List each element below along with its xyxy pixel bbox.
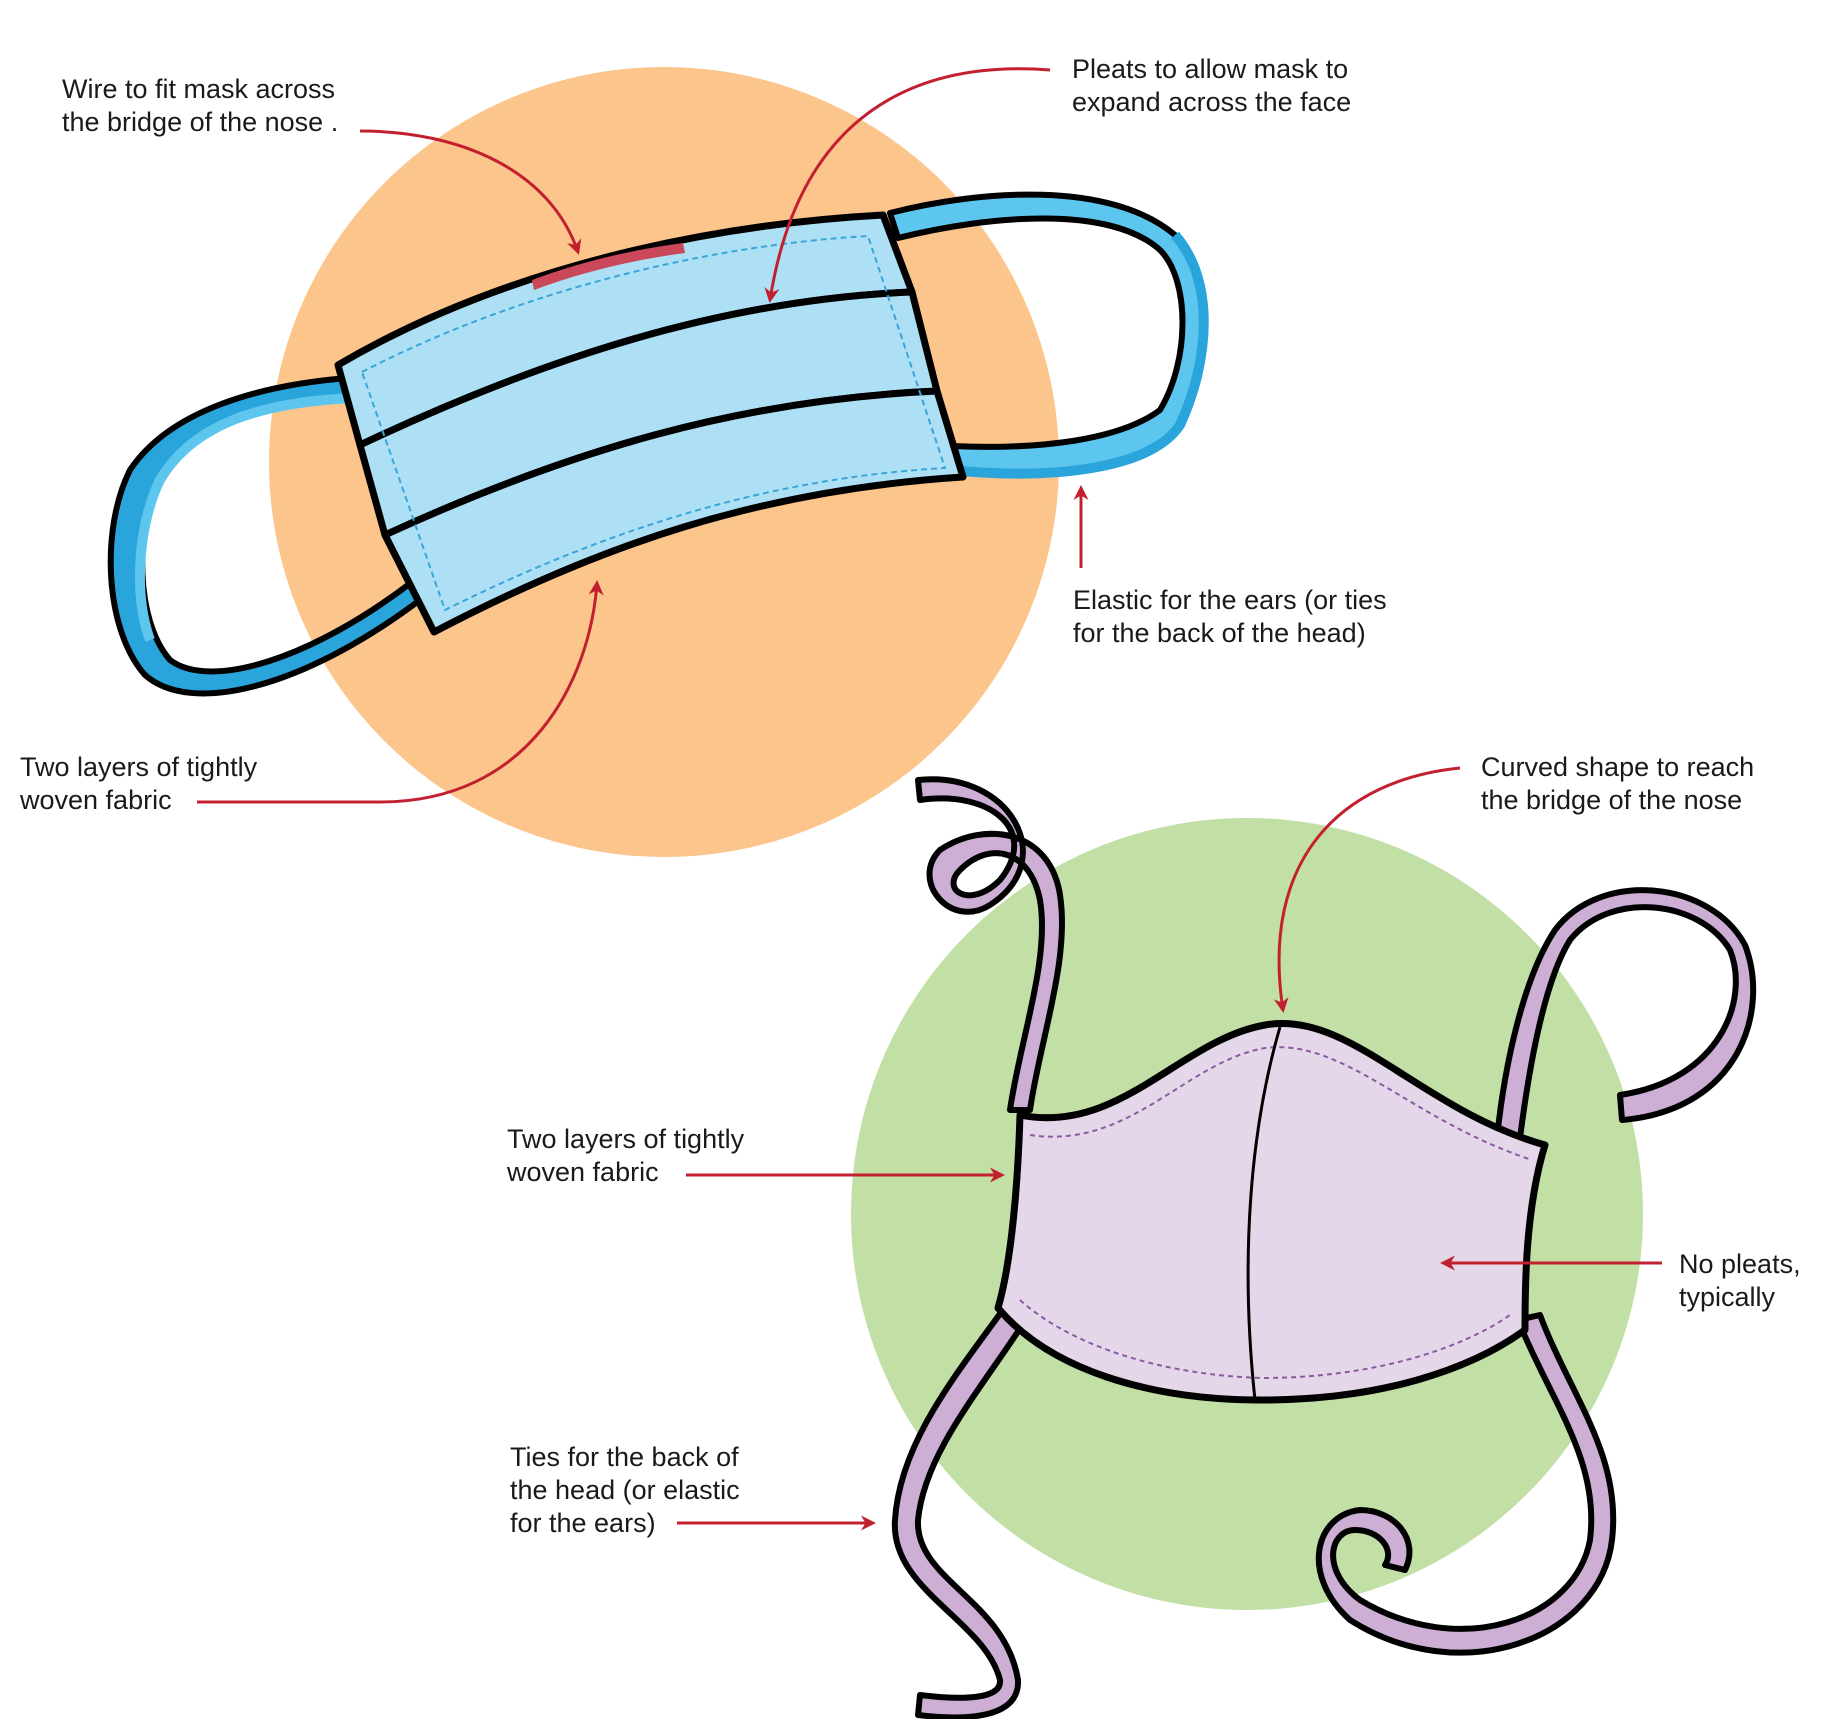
layers-label-top-line-2: woven fabric: [20, 784, 257, 817]
curved-shape-label-line-2: the bridge of the nose: [1481, 784, 1754, 817]
wire-label-line-1: Wire to fit mask across: [62, 73, 338, 106]
layers-label-bottom-line-1: Two layers of tightly: [507, 1123, 744, 1156]
pleats-label: Pleats to allow mask to expand across th…: [1072, 53, 1351, 119]
no-pleats-label: No pleats, typically: [1679, 1248, 1801, 1314]
layers-label-bottom: Two layers of tightly woven fabric: [507, 1123, 744, 1189]
ties-label-line-3: for the ears): [510, 1507, 740, 1540]
elastic-label-line-1: Elastic for the ears (or ties: [1073, 584, 1387, 617]
ties-label-line-2: the head (or elastic: [510, 1474, 740, 1507]
curved-shape-label: Curved shape to reach the bridge of the …: [1481, 751, 1754, 817]
layers-label-bottom-line-2: woven fabric: [507, 1156, 744, 1189]
wire-label: Wire to fit mask across the bridge of th…: [62, 73, 338, 139]
curved-shape-label-line-1: Curved shape to reach: [1481, 751, 1754, 784]
layers-label-top: Two layers of tightly woven fabric: [20, 751, 257, 817]
pleats-label-line-1: Pleats to allow mask to: [1072, 53, 1351, 86]
layers-label-top-line-1: Two layers of tightly: [20, 751, 257, 784]
no-pleats-label-line-2: typically: [1679, 1281, 1801, 1314]
elastic-label: Elastic for the ears (or ties for the ba…: [1073, 584, 1387, 650]
no-pleats-label-line-1: No pleats,: [1679, 1248, 1801, 1281]
ties-label: Ties for the back of the head (or elasti…: [510, 1441, 740, 1540]
elastic-label-line-2: for the back of the head): [1073, 617, 1387, 650]
ties-label-line-1: Ties for the back of: [510, 1441, 740, 1474]
pleats-label-line-2: expand across the face: [1072, 86, 1351, 119]
wire-label-line-2: the bridge of the nose .: [62, 106, 338, 139]
